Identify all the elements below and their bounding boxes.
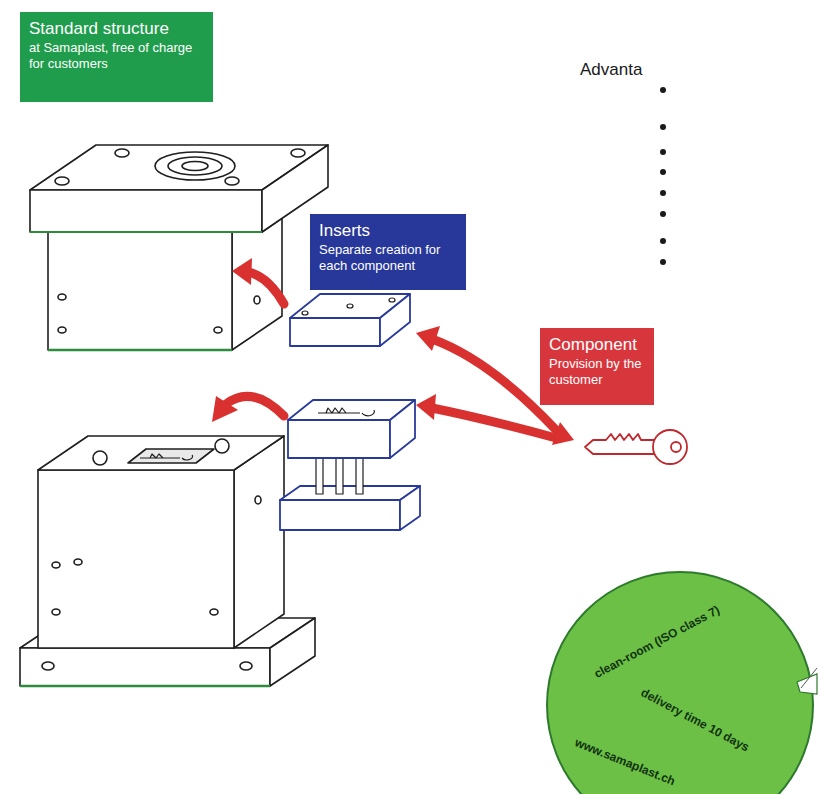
insert-base-side [400,486,420,530]
insert-side [380,294,410,346]
ejector-pin [356,458,363,494]
box-body: at Samaplast, free of charge for custome… [29,40,205,71]
guide-pin [93,451,107,465]
screw-hole [291,149,305,157]
box-heading: Inserts [319,221,458,241]
arrow-shaft [432,408,556,438]
body-top [38,436,284,470]
insert-base-front [280,500,400,530]
cavity [128,449,214,463]
screw-hole [74,559,82,565]
upper-insert [290,294,410,346]
screw-hole [214,327,222,333]
bullet [660,238,666,244]
screw-hole [42,662,54,670]
box-body: Provision by the customer [549,356,646,387]
screw-hole [58,294,66,300]
bullet [660,169,666,175]
arrow-head [416,394,436,420]
guide-pin [215,439,229,453]
pen-line [801,668,817,688]
screw-hole [115,149,129,157]
bullet [660,87,666,93]
arrow-head [416,326,440,351]
bullet [660,211,666,217]
logo-notch [797,674,817,694]
key-blade [585,434,654,454]
bullet-points [660,87,666,265]
screw-hole [52,562,60,568]
screw-hole [225,177,239,185]
body-front [38,470,234,648]
insert-base-top [280,486,420,500]
screw-hole [240,662,252,670]
green-edge [30,231,262,233]
screw-hole [52,609,60,615]
arrow-head [212,396,238,422]
base-front [20,648,270,686]
sprue-ring [168,157,222,175]
insert-side [390,400,415,458]
sprue-ring [182,162,208,171]
plate-front [30,190,262,232]
screw-hole [255,496,261,504]
bullet [660,124,666,130]
key-hole [671,442,681,452]
arrow-shaft [226,396,284,416]
screw-hole [210,609,218,615]
ejector-pin [316,458,323,494]
red-arrows [226,272,556,438]
logo-disc [547,572,813,794]
arrow-head [552,422,574,445]
component-label-box: ComponentProvision by the customer [540,328,654,405]
screw-hole [55,177,69,185]
box-heading: Component [549,335,646,355]
green-edge [20,685,270,687]
key-head [653,430,687,464]
ejector-pin [336,458,343,494]
base-side [270,618,315,686]
body-front [48,232,232,350]
key-cavity [318,408,374,416]
lower-insert [280,400,420,530]
body-side [234,436,284,648]
logo-outline [545,570,819,794]
company-logo: clean-room (ISO class 7)delivery time 10… [545,570,819,794]
sprue-ring [155,152,235,180]
key-component [585,430,687,464]
upper-mold-block [30,145,328,350]
screw-hole [347,304,353,308]
box-heading: Standard structure [29,19,205,39]
structure-label-box: Standard structureat Samaplast, free of … [20,12,213,102]
insert-front [288,420,390,458]
key-cavity [140,454,193,460]
bullet [660,149,666,155]
green-edge [48,349,232,351]
screw-hole [58,327,66,333]
arrow-shaft [248,272,284,304]
lower-mold-block [20,436,315,686]
screw-hole [254,296,260,304]
screw-hole [302,311,308,315]
box-body: Separate creation for each component [319,242,458,273]
bullet [660,259,666,265]
arrow-head [232,258,252,285]
insert-front [290,318,380,346]
inserts-label-box: InsertsSeparate creation for each compon… [310,214,466,290]
bullet [660,190,666,196]
screw-hole [389,298,395,302]
heading-fragment: Advanta [580,60,642,80]
